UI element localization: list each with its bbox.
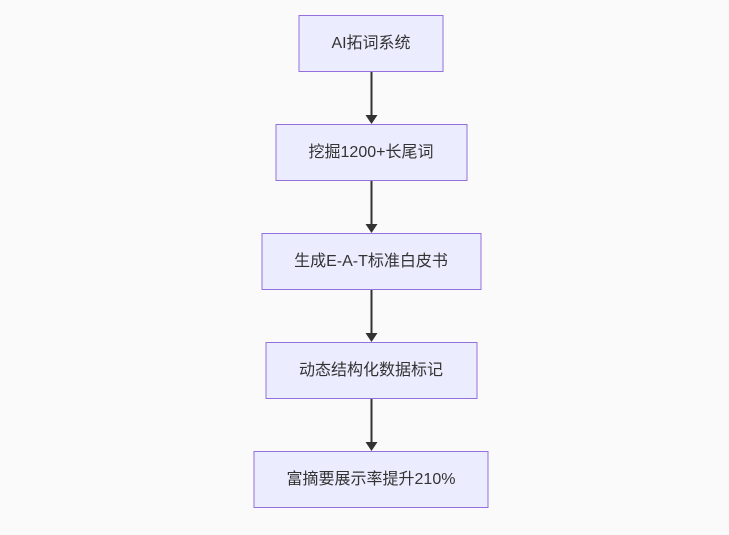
flow-node-structured-data-markup: 动态结构化数据标记: [265, 342, 477, 399]
flow-node-label: 动态结构化数据标记: [298, 361, 443, 379]
arrowhead-down-icon: [365, 224, 377, 233]
arrowhead-down-icon: [365, 115, 377, 124]
arrow-shaft: [370, 290, 372, 334]
flowchart: AI拓词系统 挖掘1200+长尾词 生成E-A-T标准白皮书 动态结构化数据标记…: [253, 15, 489, 508]
flow-arrow-down: [365, 399, 377, 451]
flow-node-label: 富摘要展示率提升210%: [286, 470, 456, 488]
arrowhead-down-icon: [365, 442, 377, 451]
flow-node-longtail-mining: 挖掘1200+长尾词: [275, 124, 467, 181]
flow-arrow-down: [365, 181, 377, 233]
flow-arrow-down: [365, 72, 377, 124]
flow-arrow-down: [365, 290, 377, 342]
arrowhead-down-icon: [365, 333, 377, 342]
arrow-shaft: [370, 72, 372, 116]
arrow-shaft: [370, 181, 372, 225]
flow-node-eat-whitepaper: 生成E-A-T标准白皮书: [261, 233, 481, 290]
arrow-shaft: [370, 399, 372, 443]
flow-node-label: AI拓词系统: [331, 34, 411, 52]
flow-node-rich-snippet-rate: 富摘要展示率提升210%: [253, 451, 489, 508]
flow-node-label: 生成E-A-T标准白皮书: [294, 252, 448, 270]
flow-node-label: 挖掘1200+长尾词: [308, 143, 434, 161]
flow-node-ai-word-expansion: AI拓词系统: [298, 15, 444, 72]
